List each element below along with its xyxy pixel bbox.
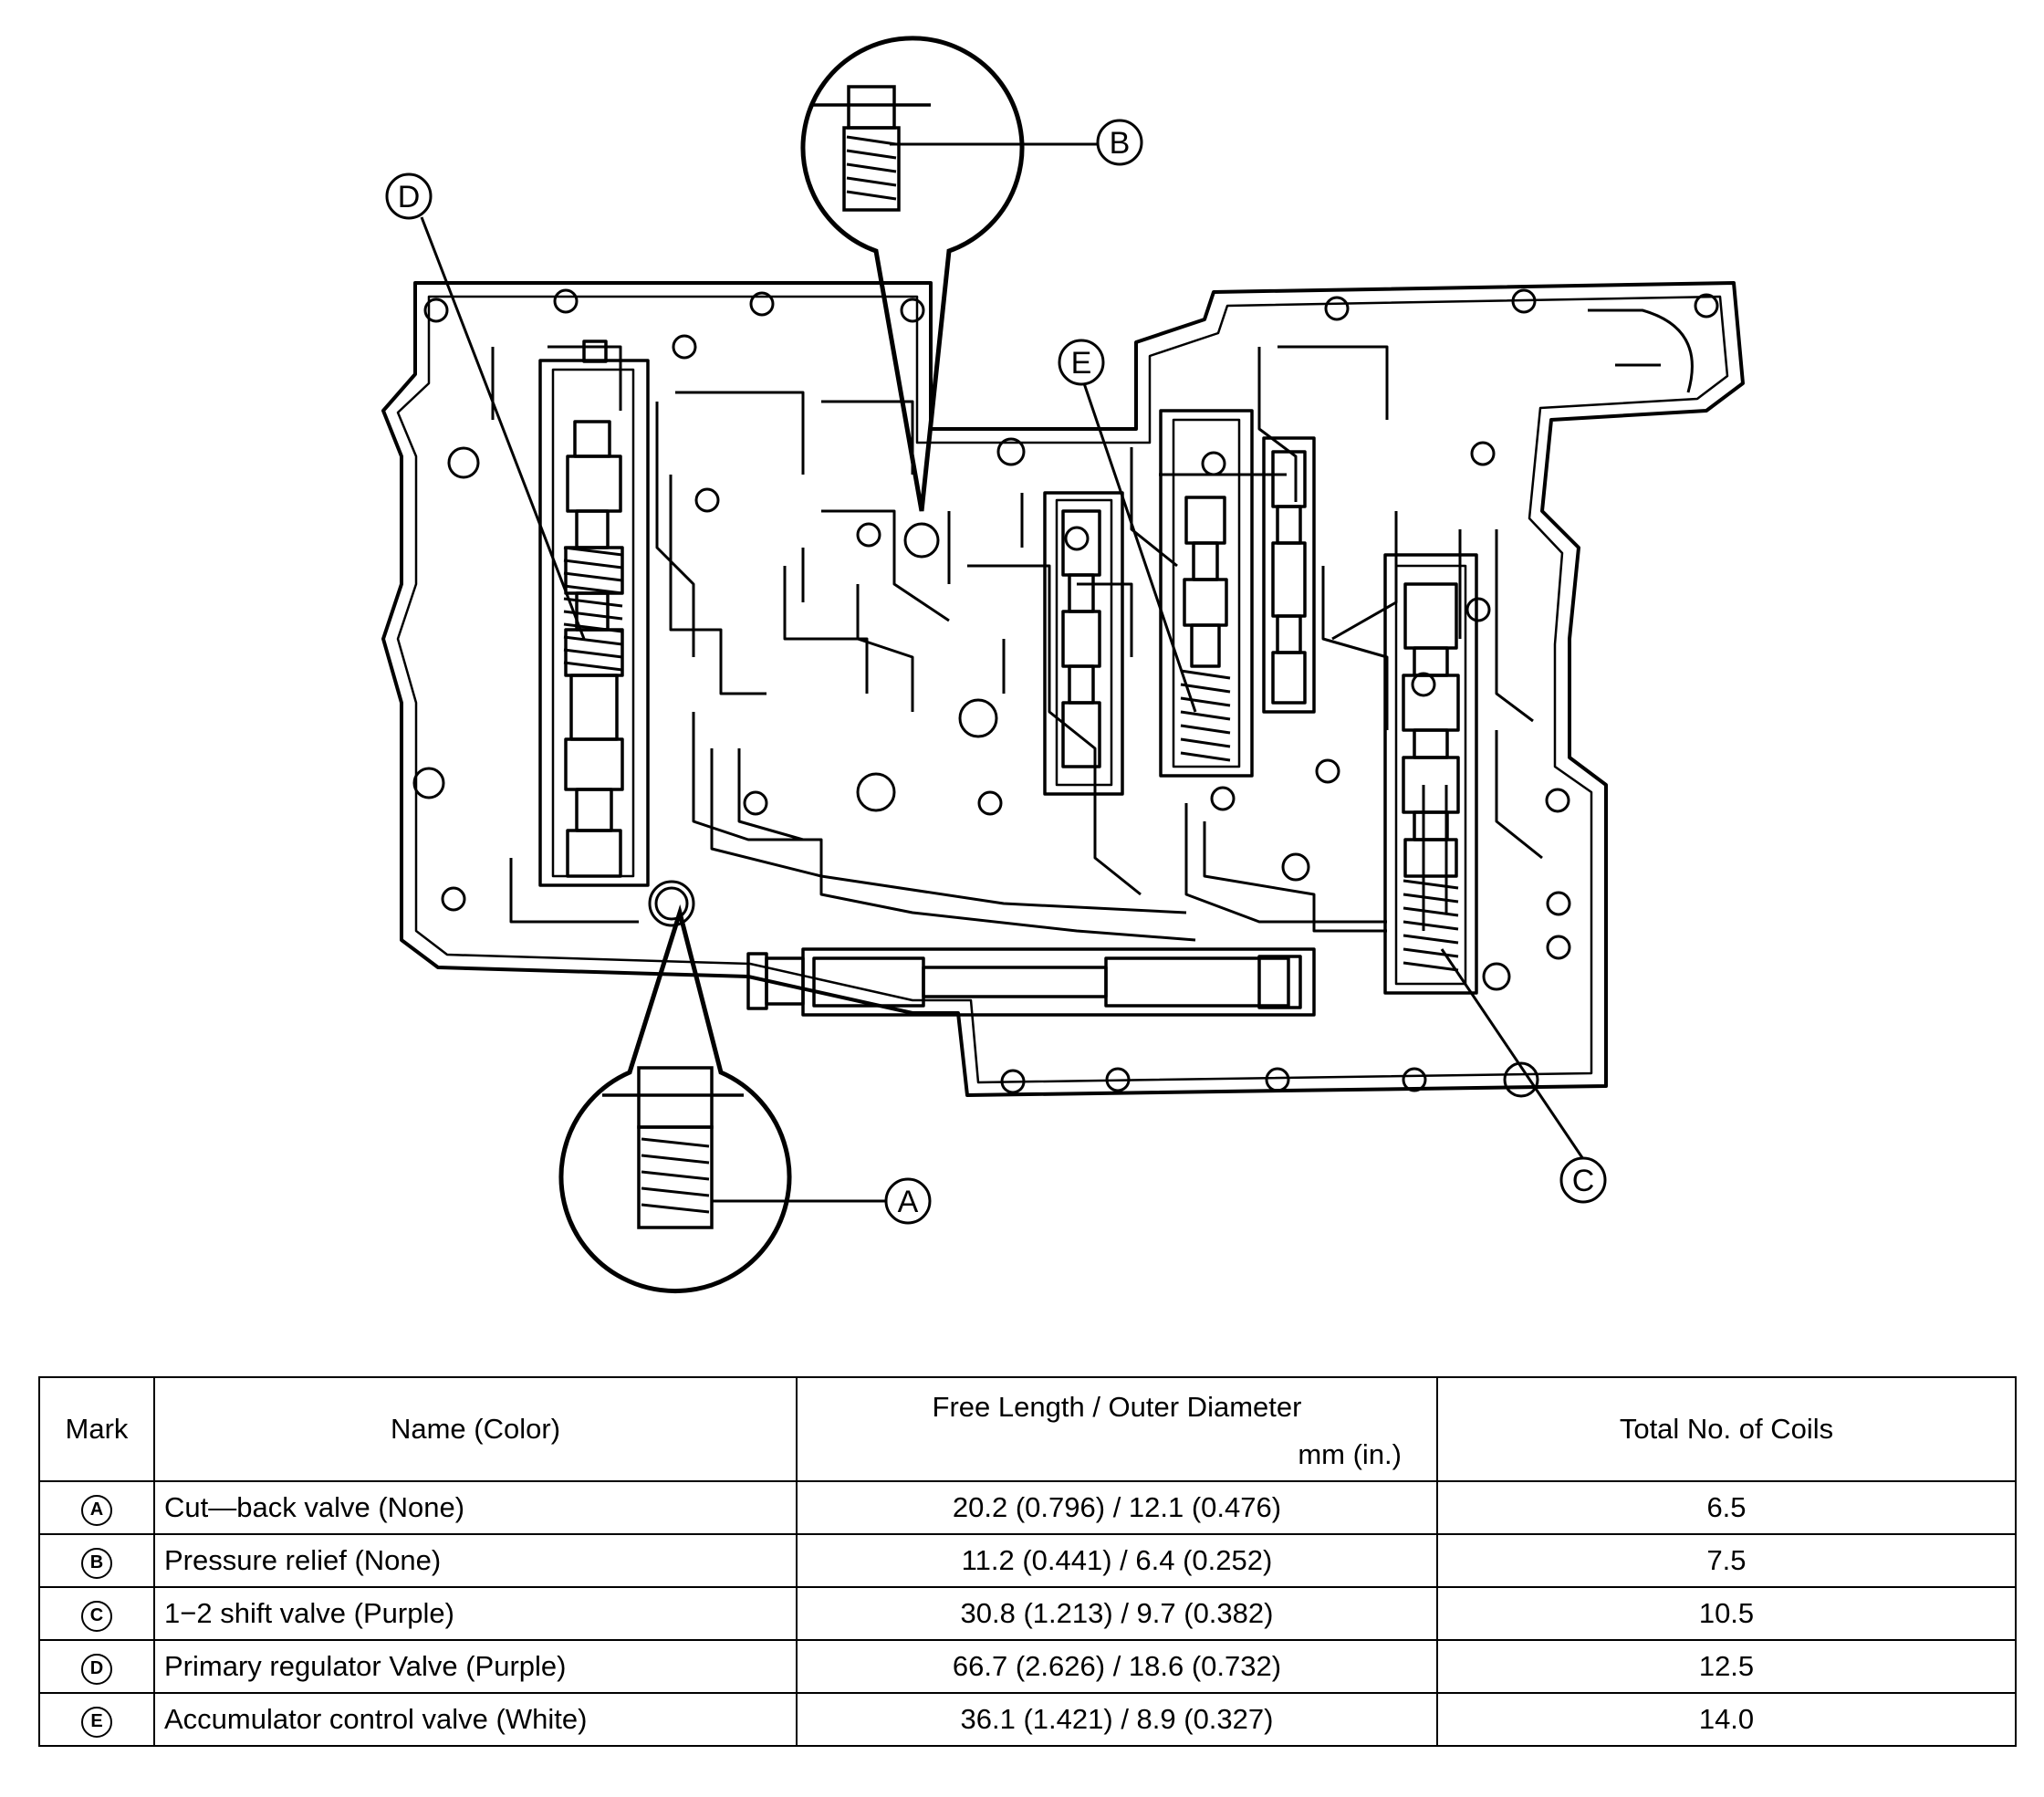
header-dimension: Free Length / Outer Diameter mm (in.) (796, 1376, 1438, 1482)
row-coils: 12.5 (1436, 1639, 2017, 1694)
row-coils: 6.5 (1436, 1480, 2017, 1535)
row-mark-cell: C (38, 1586, 155, 1641)
spring-spec-table: Mark Name (Color) Free Length / Outer Di… (38, 1376, 2017, 1747)
row-mark-cell: E (38, 1692, 155, 1747)
table-row: B Pressure relief (None) 11.2 (0.441) / … (38, 1533, 2017, 1588)
mark-e-badge: E (81, 1707, 112, 1738)
row-dimension: 36.1 (1.421) / 8.9 (0.327) (796, 1692, 1438, 1747)
header-name: Name (Color) (153, 1376, 798, 1482)
table-row: A Cut—back valve (None) 20.2 (0.796) / 1… (38, 1480, 2017, 1535)
valve-d-assembly (538, 340, 650, 887)
leader-line-d (420, 216, 586, 640)
callout-circle-c (1559, 1156, 1607, 1204)
row-mark-cell: B (38, 1533, 155, 1588)
table-row: D Primary regulator Valve (Purple) 66.7 … (38, 1639, 2017, 1694)
valve-e-assembly (1043, 409, 1316, 796)
row-mark-cell: A (38, 1480, 155, 1535)
header-coils: Total No. of Coils (1436, 1376, 2017, 1482)
callout-label-e: E (1071, 346, 1092, 381)
callout-circle-e (1058, 339, 1105, 386)
header-dimension-unit: mm (in.) (1298, 1438, 1402, 1470)
valve-body-diagram: D B E C A (381, 36, 1745, 1294)
detail-a-circle (558, 904, 792, 1294)
detail-b-circle (800, 36, 1025, 512)
mark-b-badge: B (81, 1548, 112, 1579)
callout-label-b: B (1110, 126, 1131, 161)
row-name: 1−2 shift valve (Purple) (153, 1586, 798, 1641)
table-row: C 1−2 shift valve (Purple) 30.8 (1.213) … (38, 1586, 2017, 1641)
row-dimension: 11.2 (0.441) / 6.4 (0.252) (796, 1533, 1438, 1588)
row-coils: 7.5 (1436, 1533, 2017, 1588)
callout-label-c: C (1572, 1164, 1595, 1198)
plate-outline (381, 281, 1745, 1097)
callout-circle-b (1096, 119, 1143, 166)
row-name: Primary regulator Valve (Purple) (153, 1639, 798, 1694)
mark-c-badge: C (81, 1601, 112, 1632)
valve-c-assembly (1383, 553, 1478, 995)
lower-horizontal-valve (746, 947, 1316, 1017)
mark-a-badge: A (81, 1495, 112, 1526)
row-coils: 10.5 (1436, 1586, 2017, 1641)
table-row: E Accumulator control valve (White) 36.1… (38, 1692, 2017, 1747)
row-dimension: 20.2 (0.796) / 12.1 (0.476) (796, 1480, 1438, 1535)
header-dimension-label: Free Length / Outer Diameter (932, 1391, 1302, 1423)
callout-circle-a (884, 1177, 932, 1225)
callout-circle-d (385, 172, 433, 220)
valve-body-svg: D B E C A (381, 36, 1745, 1294)
leader-line-e (1082, 382, 1197, 713)
row-name: Accumulator control valve (White) (153, 1692, 798, 1747)
callout-label-d: D (398, 180, 421, 214)
header-mark: Mark (38, 1376, 155, 1482)
bolt-holes (412, 288, 1719, 1098)
row-dimension: 30.8 (1.213) / 9.7 (0.382) (796, 1586, 1438, 1641)
spring-spec-table-container: Mark Name (Color) Free Length / Outer Di… (38, 1376, 2017, 1747)
row-mark-cell: D (38, 1639, 155, 1694)
leader-line-c (1440, 948, 1585, 1160)
row-coils: 14.0 (1436, 1692, 2017, 1747)
callout-label-a: A (898, 1185, 919, 1219)
row-name: Pressure relief (None) (153, 1533, 798, 1588)
table-header-row: Mark Name (Color) Free Length / Outer Di… (38, 1376, 2017, 1482)
mark-d-badge: D (81, 1654, 112, 1685)
row-dimension: 66.7 (2.626) / 18.6 (0.732) (796, 1639, 1438, 1694)
plate-inner-outline (396, 295, 1729, 1084)
row-name: Cut—back valve (None) (153, 1480, 798, 1535)
